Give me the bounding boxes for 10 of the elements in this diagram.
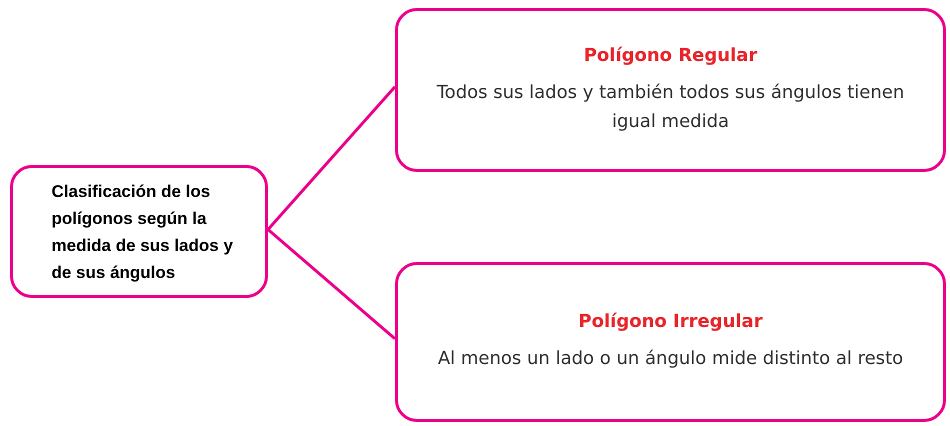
category-description: Al menos un lado o un ángulo mide distinto al resto <box>436 347 904 371</box>
connector-line <box>267 228 396 340</box>
topic-text: Clasificación de los polígonos según la medida de sus lados y de sus ángulos <box>52 180 234 284</box>
connector-line <box>266 86 396 230</box>
category-title: Polígono Irregular <box>578 311 763 332</box>
category-description: Todos sus lados y también todos sus ángulos tienen igual medida <box>436 80 906 134</box>
category-title: Polígono Regular <box>584 44 758 66</box>
topic-box <box>10 165 268 298</box>
category-box <box>395 8 946 172</box>
category-box <box>395 262 946 422</box>
